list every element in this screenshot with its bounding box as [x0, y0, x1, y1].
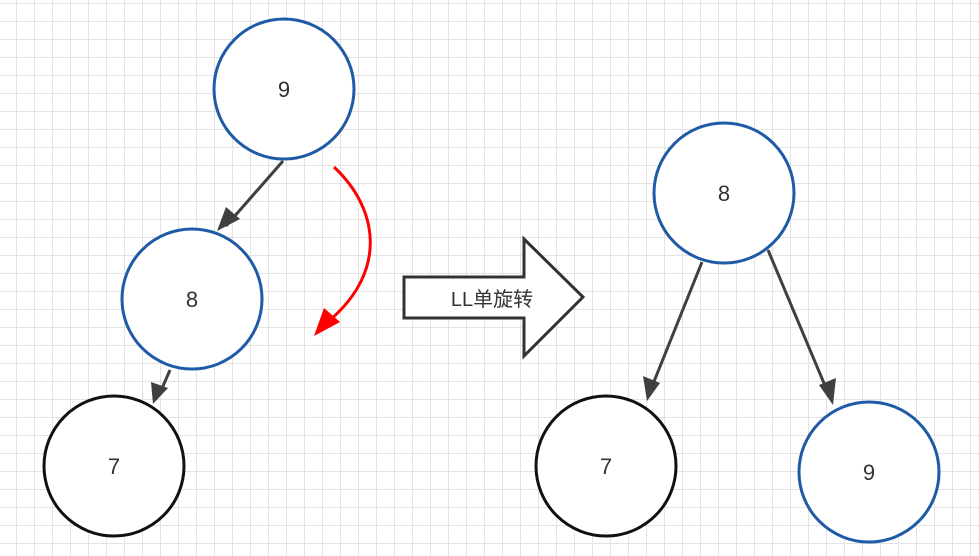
rotation-arrow-icon [329, 165, 372, 322]
tree-node: 8 [652, 121, 796, 265]
before-tree: 9 8 7 [42, 17, 372, 538]
node-label: 8 [186, 287, 198, 312]
block-arrow-icon [402, 235, 586, 360]
node-circle [797, 400, 941, 544]
transform-arrow: LL单旋转 [402, 235, 586, 360]
node-label: 7 [108, 454, 120, 479]
node-circle [42, 394, 186, 538]
node-circle [120, 227, 264, 371]
tree-node: 8 [120, 227, 264, 371]
arrowhead-icon [151, 382, 168, 404]
after-tree: 8 7 9 [534, 121, 941, 544]
tree-node: 9 [797, 400, 941, 544]
arrowhead-icon [643, 376, 660, 401]
edge-8-to-9 [766, 249, 828, 389]
rotation-arrowhead-icon [314, 308, 340, 336]
node-label: 7 [600, 454, 612, 479]
tree-node: 7 [534, 394, 678, 538]
arrowhead-icon [819, 378, 836, 405]
tree-node: 7 [42, 394, 186, 538]
node-circle [652, 121, 796, 265]
transform-label: LL单旋转 [451, 288, 533, 311]
tree-node: 9 [212, 17, 356, 161]
node-circle [534, 394, 678, 538]
node-circle [212, 17, 356, 161]
node-label: 8 [718, 181, 730, 206]
arrowhead-icon [217, 207, 240, 231]
edge-8-to-7 [651, 261, 704, 385]
node-label: 9 [863, 460, 875, 485]
node-label: 9 [278, 77, 290, 102]
